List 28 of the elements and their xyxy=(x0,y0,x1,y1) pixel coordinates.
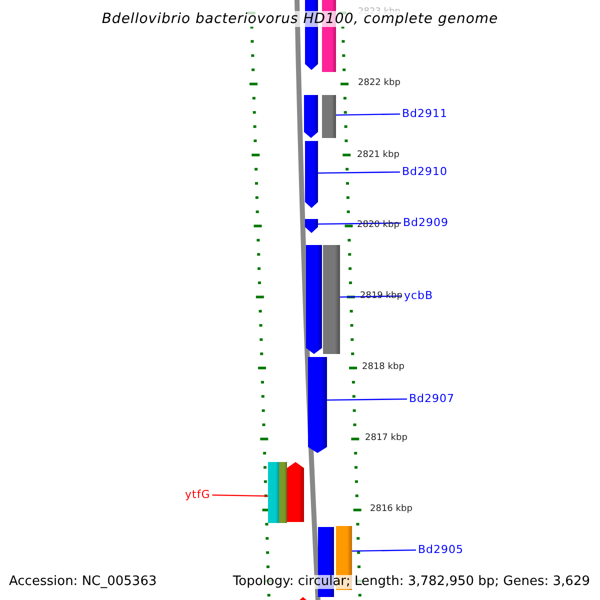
gene-feature xyxy=(305,219,318,233)
gene-label: Bd2911 xyxy=(402,108,448,120)
gene-feature xyxy=(323,245,340,354)
scale-label: 2821 kbp xyxy=(357,151,400,161)
accession-text: Accession: NC_005363 xyxy=(9,575,157,590)
gene-feature xyxy=(305,141,318,208)
gene-label: Bd2910 xyxy=(402,166,448,178)
gene-label: Bd2909 xyxy=(403,217,449,230)
gene-feature xyxy=(306,245,322,354)
leader-line xyxy=(318,171,400,174)
genome-info-text: Topology: circular; Length: 3,782,950 bp; Genes: 3,629 xyxy=(232,575,590,590)
gene-label: ycbB xyxy=(404,290,434,302)
scale-label: 2817 kbp xyxy=(365,434,408,444)
gene-label: Bd2907 xyxy=(409,393,455,406)
scale-label: 2816 kbp xyxy=(370,505,412,515)
gene-feature xyxy=(268,462,287,523)
leader-line xyxy=(336,113,400,116)
gene-label: Bd2905 xyxy=(418,544,464,556)
gene-label: ytfG xyxy=(185,489,210,502)
gene-feature xyxy=(287,462,304,522)
leader-line xyxy=(212,494,268,497)
scale-label: 2822 kbp xyxy=(358,79,400,89)
leader-line xyxy=(327,398,407,401)
gene-feature xyxy=(322,95,336,138)
gene-feature xyxy=(308,357,327,453)
gene-feature xyxy=(304,95,318,138)
leader-line xyxy=(352,549,416,552)
scale-label: 2818 kbp xyxy=(362,363,404,373)
